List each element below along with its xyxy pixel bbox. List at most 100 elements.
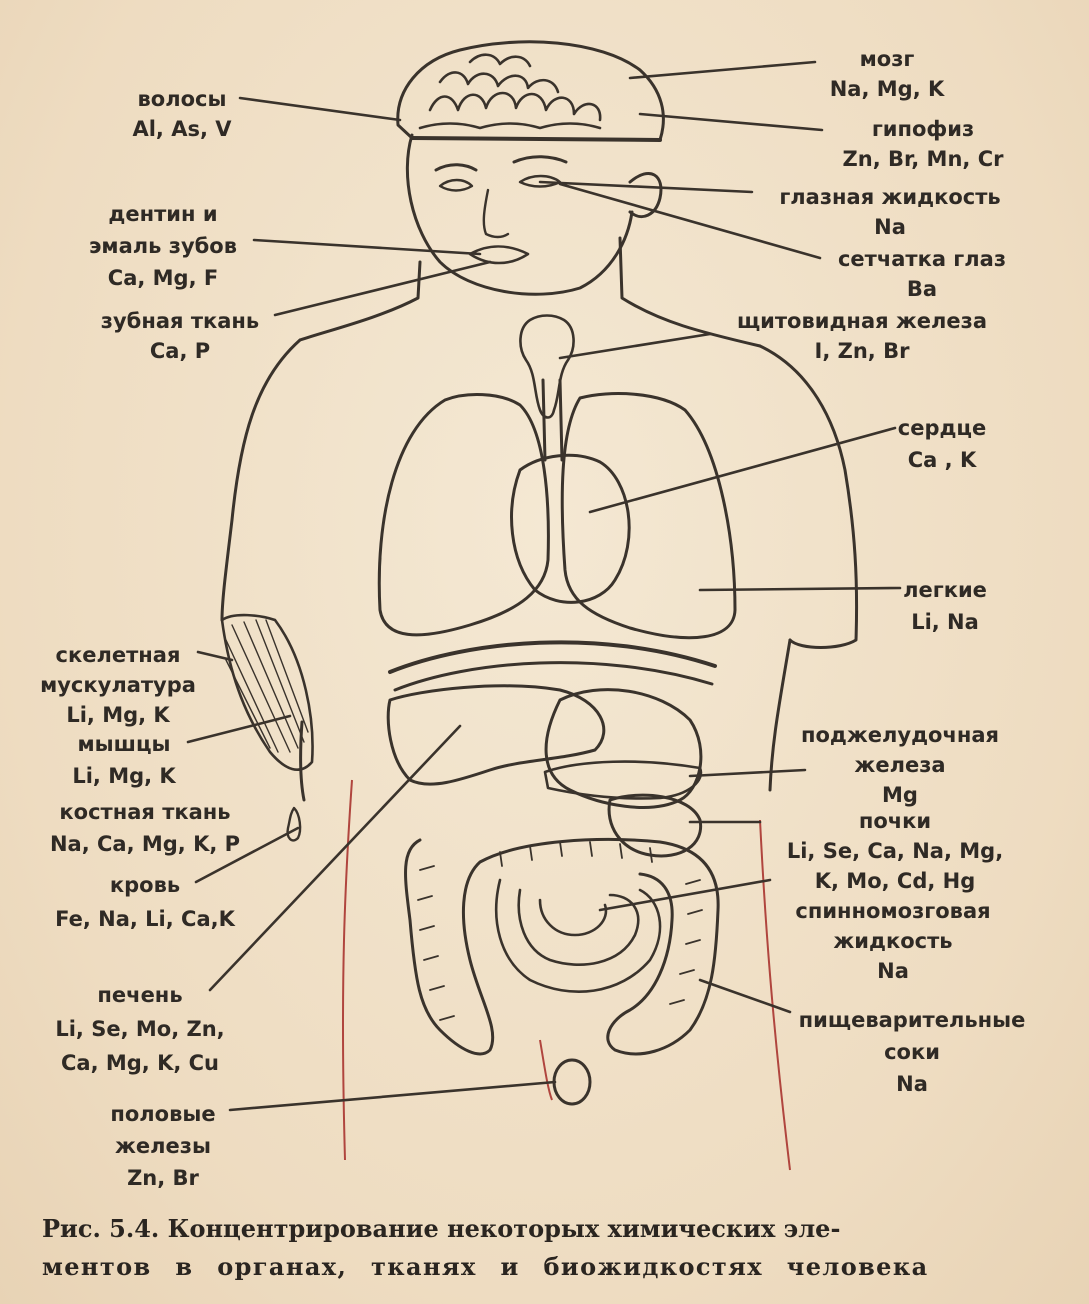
label-csf: спинномозговая жидкость Na <box>795 896 990 986</box>
shoulder-left <box>222 340 300 620</box>
label-retina-elements: Ba <box>838 274 1006 304</box>
diaphragm <box>390 642 715 672</box>
label-dentin: дентин и эмаль зубов Ca, Mg, F <box>89 198 237 294</box>
leader-dentin <box>254 240 480 254</box>
label-pancreas-name-2: железа <box>801 750 999 780</box>
label-brain-name: мозг <box>830 44 945 74</box>
label-bone-name: костная ткань <box>50 796 240 828</box>
shoulder-right <box>760 346 857 648</box>
label-gonads-name-1: половые <box>110 1098 215 1130</box>
label-skeletal-name-1: скелетная <box>40 640 196 670</box>
label-digestive-name-1: пищеварительные <box>799 1004 1026 1036</box>
eye-left <box>440 180 472 191</box>
label-liver-elements-2: Ca, Mg, K, Cu <box>55 1046 224 1080</box>
label-liver: печень Li, Se, Mo, Zn, Ca, Mg, K, Cu <box>55 978 224 1080</box>
pancreas <box>545 762 701 799</box>
leader-gonads <box>230 1082 555 1110</box>
leader-dental-tissue <box>275 262 490 315</box>
label-gonads: половые железы Zn, Br <box>110 1098 215 1194</box>
label-csf-elements: Na <box>795 956 990 986</box>
arm-muscle <box>222 615 313 770</box>
leader-brain <box>630 62 815 78</box>
heart <box>512 455 630 602</box>
label-dentin-name-1: дентин и <box>89 198 237 230</box>
trachea <box>543 380 562 460</box>
label-hair-elements: Al, As, V <box>132 114 231 144</box>
torso-side-right <box>770 640 790 790</box>
leader-pancreas <box>690 770 805 776</box>
label-eye-fluid-name: глазная жидкость <box>779 182 1000 212</box>
brow-left <box>436 165 476 170</box>
label-blood-elements: Fe, Na, Li, Ca,K <box>55 902 235 936</box>
label-retina: сетчатка глаз Ba <box>838 244 1006 304</box>
leader-csf <box>600 880 770 910</box>
leader-muscles <box>188 716 290 742</box>
label-pituitary: гипофиз Zn, Br, Mn, Cr <box>843 114 1004 174</box>
label-kidneys-elements-2: K, Mo, Cd, Hg <box>787 866 1003 896</box>
label-thyroid-elements: I, Zn, Br <box>737 336 987 366</box>
label-eye-fluid-elements: Na <box>779 212 1000 242</box>
large-intestine <box>406 839 719 1053</box>
label-pituitary-elements: Zn, Br, Mn, Cr <box>843 144 1004 174</box>
label-thyroid-name: щитовидная железа <box>737 306 987 336</box>
label-digestive-elements: Na <box>799 1068 1026 1100</box>
nose <box>484 190 508 237</box>
gonad <box>554 1060 590 1104</box>
figure-caption: Рис. 5.4. Концентрирование некоторых хим… <box>42 1210 1042 1286</box>
label-skeletal-elements: Li, Mg, K <box>40 700 196 730</box>
label-bone-elements: Na, Ca, Mg, K, P <box>50 828 240 860</box>
label-csf-name-2: жидкость <box>795 926 990 956</box>
label-hair: волосы Al, As, V <box>132 84 231 144</box>
neck-left <box>300 262 420 340</box>
label-dentin-elements: Ca, Mg, F <box>89 262 237 294</box>
thyroid <box>520 316 573 418</box>
label-heart-elements: Ca , K <box>898 444 987 476</box>
caption-line-1: Рис. 5.4. Концентрирование некоторых хим… <box>42 1210 1042 1248</box>
label-liver-elements-1: Li, Se, Mo, Zn, <box>55 1012 224 1046</box>
kidney <box>609 795 701 856</box>
stomach <box>546 690 701 808</box>
label-lungs-name: легкие <box>903 574 987 606</box>
brow-right <box>514 157 566 162</box>
label-blood: кровь Fe, Na, Li, Ca,K <box>55 868 235 936</box>
label-digestive-name-2: соки <box>799 1036 1026 1068</box>
label-pancreas-name-1: поджелудочная <box>801 720 999 750</box>
label-lungs: легкие Li, Na <box>903 574 987 638</box>
label-retina-name: сетчатка глаз <box>838 244 1006 274</box>
leader-digestive <box>700 980 790 1012</box>
label-muscles: мышцы Li, Mg, K <box>72 728 175 792</box>
label-brain: мозг Na, Mg, K <box>830 44 945 104</box>
label-digestive: пищеварительные соки Na <box>799 1004 1026 1100</box>
leader-thyroid <box>560 334 710 358</box>
bone-fragment <box>288 808 300 840</box>
label-dental-tissue-elements: Ca, P <box>101 336 259 366</box>
label-muscles-elements: Li, Mg, K <box>72 760 175 792</box>
label-lungs-elements: Li, Na <box>903 606 987 638</box>
leader-hair <box>240 98 400 120</box>
label-heart-name: сердце <box>898 412 987 444</box>
label-skeletal-muscle: скелетная мускулатура Li, Mg, K <box>40 640 196 730</box>
muscle-fibers <box>226 620 308 752</box>
label-kidneys: почки Li, Se, Ca, Na, Mg, K, Mo, Cd, Hg <box>787 806 1003 896</box>
small-intestine <box>496 880 660 992</box>
label-heart: сердце Ca , K <box>898 412 987 476</box>
leader-liver <box>210 726 460 990</box>
label-muscles-name: мышцы <box>72 728 175 760</box>
label-skeletal-name-2: мускулатура <box>40 670 196 700</box>
body-line-left <box>343 780 352 1160</box>
label-pituitary-name: гипофиз <box>843 114 1004 144</box>
label-eye-fluid: глазная жидкость Na <box>779 182 1000 242</box>
body-line-center <box>540 1040 552 1100</box>
label-brain-elements: Na, Mg, K <box>830 74 945 104</box>
label-gonads-name-2: железы <box>110 1130 215 1162</box>
label-gonads-elements: Zn, Br <box>110 1162 215 1194</box>
lung-left <box>379 395 548 635</box>
label-thyroid: щитовидная железа I, Zn, Br <box>737 306 987 366</box>
label-kidneys-name: почки <box>787 806 1003 836</box>
label-pancreas: поджелудочная железа Mg <box>801 720 999 810</box>
caption-line-2: ментов в органах, тканях и биожидкостях … <box>42 1248 1042 1286</box>
leader-lungs <box>700 588 900 590</box>
brain-gyri <box>420 55 600 128</box>
label-dental-tissue-name: зубная ткань <box>101 306 259 336</box>
